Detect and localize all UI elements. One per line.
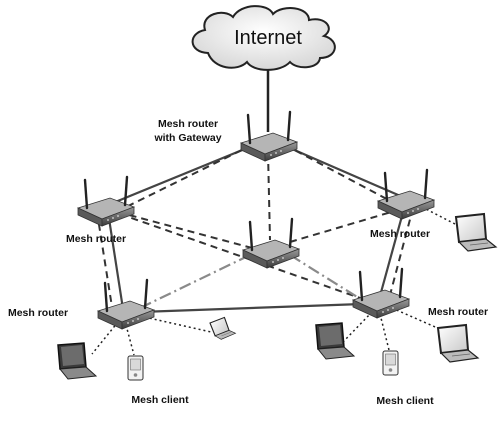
link-center-bottomright [289, 254, 363, 301]
wireless-gateway-left [119, 144, 253, 211]
wireless-center-right [289, 209, 399, 243]
link-center-bottomleft [139, 254, 251, 309]
link-left-bottomleft [106, 211, 125, 310]
router-left [76, 175, 136, 228]
client-pda-bottom-left-2 [209, 315, 237, 342]
router-icon [351, 267, 411, 320]
cloud-icon [191, 5, 336, 71]
router-icon [76, 175, 136, 228]
dashed-links [96, 144, 414, 308]
router-icon [241, 217, 301, 270]
router-icon [376, 168, 436, 221]
pda-icon [127, 355, 144, 381]
router-left-label: Mesh router [66, 233, 126, 245]
client-pda-bottom-right [382, 350, 399, 376]
laptop-icon [315, 322, 355, 360]
internet-cloud: Internet [191, 5, 336, 71]
gateway-label-line2: with Gateway [153, 132, 221, 144]
router-icon [96, 278, 156, 331]
wireless-right-bottomright [389, 207, 414, 296]
client-pda-bottom-left [127, 355, 144, 381]
laptop-icon [57, 342, 97, 380]
wireless-left-center [117, 211, 253, 249]
router-right [376, 168, 436, 221]
router-bottom-left-label: Mesh router [8, 307, 68, 319]
client-right-label: Mesh client [376, 395, 434, 407]
client-links [91, 206, 456, 356]
laptop-icon [455, 213, 497, 252]
link-right-bottomright [378, 204, 407, 297]
wireless-left-bottomright [119, 213, 361, 299]
dash-dot-links [139, 254, 363, 309]
client-laptop-bottom-left [57, 342, 97, 380]
client-left-label: Mesh client [131, 394, 189, 406]
client-laptop-bottom-right-2 [437, 324, 479, 363]
client-laptop-bottom-right-1 [315, 322, 355, 360]
router-right-label: Mesh router [370, 228, 430, 240]
wireless-left-bottomleft [96, 211, 113, 308]
laptop-icon [437, 324, 479, 363]
link-bottomleft-bottomright [139, 302, 363, 314]
pda-icon [382, 350, 399, 376]
client-laptop-right [455, 213, 497, 252]
wireless-gateway-right [284, 144, 399, 206]
router-bottom-left [96, 278, 156, 331]
router-bottom-right-label: Mesh router [428, 306, 488, 318]
laptop-icon [209, 315, 237, 342]
router-center [241, 217, 301, 270]
wireless-gateway-center [267, 151, 271, 241]
gateway-label-line1: Mesh router [158, 118, 218, 130]
cloud-label: Internet [234, 27, 302, 49]
router-bottom-right [351, 267, 411, 320]
